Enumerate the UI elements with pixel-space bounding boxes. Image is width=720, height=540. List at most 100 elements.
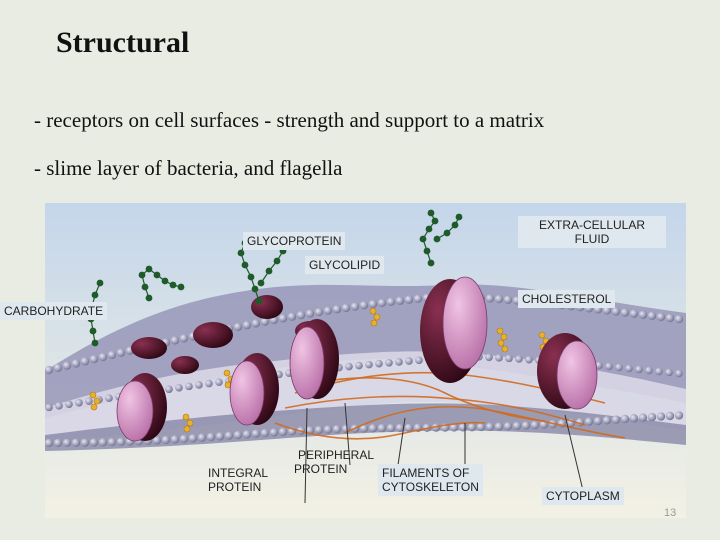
phospholipid-head	[45, 438, 54, 448]
phospholipid-head	[365, 360, 373, 369]
cholesterol-ring	[89, 391, 97, 399]
label-cytoplasm: CYTOPLASM	[542, 487, 624, 505]
sugar-bead	[431, 217, 439, 225]
phospholipid-head	[395, 358, 403, 366]
cholesterol-ring	[373, 313, 381, 321]
phospholipid-head	[341, 303, 351, 313]
phospholipid-head	[625, 364, 633, 373]
phospholipid-head	[405, 357, 413, 365]
phospholipid-head	[116, 348, 126, 357]
cholesterol-ring	[93, 397, 101, 405]
phospholipid-head	[620, 308, 630, 317]
label-peripheral-protein-line2: PROTEIN	[294, 462, 348, 476]
label-peripheral-protein: PERIPHERAL PROTEIN	[290, 446, 378, 478]
phospholipid-head	[65, 400, 73, 409]
sugar-bead	[161, 277, 169, 285]
label-carbohydrate: CARBOHYDRATE	[0, 302, 108, 320]
label-filaments-line1: FILAMENTS OF	[382, 466, 470, 480]
sugar-bead	[257, 279, 265, 287]
phospholipid-head	[278, 427, 288, 437]
phospholipid-head	[287, 312, 297, 321]
phospholipid-head	[647, 311, 657, 321]
phospholipid-head	[215, 432, 225, 441]
label-glycolipid: GLYCOLIPID	[305, 256, 385, 274]
phospholipid-head	[355, 361, 363, 370]
phospholipid-head	[314, 307, 324, 317]
phospholipid-head	[505, 354, 513, 363]
phospholipid-head	[251, 429, 261, 438]
label-extracellular-fluid-line1: EXTRA-CELLULAR	[538, 218, 646, 232]
cytoskeleton-filament	[274, 421, 486, 440]
phospholipid-head	[71, 438, 81, 447]
phospholipid-head	[377, 298, 387, 308]
phospholipid-head	[215, 378, 223, 387]
phospholipid-head	[305, 309, 315, 318]
phospholipid-head	[85, 397, 93, 406]
phospholipid-head	[638, 413, 648, 422]
phospholipid-head	[647, 412, 657, 422]
phospholipid-head	[188, 434, 198, 443]
phospholipid-head	[656, 412, 666, 421]
sugar-bead	[91, 291, 99, 299]
phospholipid-head	[635, 365, 643, 374]
integral-protein	[420, 276, 488, 383]
phospholipid-head	[345, 362, 353, 371]
label-integral-protein-line1: INTEGRAL	[208, 466, 269, 480]
phospholipid-head	[530, 420, 540, 430]
phospholipid-head	[665, 313, 675, 323]
phospholipid-head	[170, 435, 180, 444]
slide-title: Structural	[56, 26, 190, 59]
phospholipid-head	[80, 357, 90, 366]
phospholipid-head	[503, 295, 513, 304]
phospholipid-head	[602, 306, 612, 315]
sugar-bead	[96, 279, 104, 287]
phospholipid-head	[323, 425, 333, 434]
phospholipid-head	[629, 414, 639, 423]
label-extracellular-fluid: EXTRA-CELLULAR FLUID	[518, 216, 666, 248]
phospholipid-head	[350, 302, 360, 311]
sugar-bead	[145, 265, 153, 273]
peripheral-protein	[171, 356, 199, 374]
phospholipid-head	[368, 424, 378, 433]
label-filaments-line2: CYTOSKELETON	[382, 480, 479, 494]
phospholipid-head	[206, 432, 216, 442]
cell-membrane-diagram	[45, 203, 686, 518]
phospholipid-head	[332, 424, 342, 434]
phospholipid-head	[107, 350, 117, 360]
peripheral-protein	[193, 322, 233, 348]
phospholipid-head	[98, 352, 108, 362]
phospholipid-head	[55, 402, 63, 410]
phospholipid-head	[395, 296, 405, 305]
phospholipid-head	[674, 411, 684, 420]
cholesterol-ring	[496, 327, 504, 335]
phospholipid-head	[605, 362, 613, 371]
cholesterol-ring	[538, 331, 546, 339]
phospholipid-head	[251, 319, 261, 328]
integral-protein	[116, 373, 167, 442]
cholesterol-ring	[223, 369, 231, 377]
cholesterol-ring	[497, 339, 505, 347]
phospholipid-head	[525, 355, 533, 364]
integral-proteins	[116, 276, 598, 442]
phospholipid-head	[105, 394, 113, 402]
label-peripheral-protein-line1: PERIPHERAL	[298, 448, 375, 462]
cytoskeleton-filament	[284, 395, 586, 426]
phospholipid-head	[242, 430, 252, 439]
phospholipid-head	[467, 422, 477, 432]
phospholipid-head	[165, 385, 173, 394]
phospholipid-head	[179, 334, 189, 343]
phospholipid-head	[449, 423, 459, 432]
phospholipid-head	[602, 416, 612, 425]
phospholipid-head	[233, 430, 243, 440]
phospholipid-head	[395, 423, 405, 433]
phospholipid-head	[233, 322, 243, 332]
phospholipid-head	[674, 314, 684, 324]
phospholipid-head	[413, 294, 423, 303]
phospholipid-head	[611, 415, 621, 424]
sugar-bead	[138, 271, 146, 279]
phospholipid-head	[53, 363, 63, 373]
sugar-bead	[141, 283, 149, 291]
phospholipid-head	[645, 366, 653, 375]
sugar-bead	[427, 259, 435, 267]
phospholipid-head	[62, 361, 72, 370]
